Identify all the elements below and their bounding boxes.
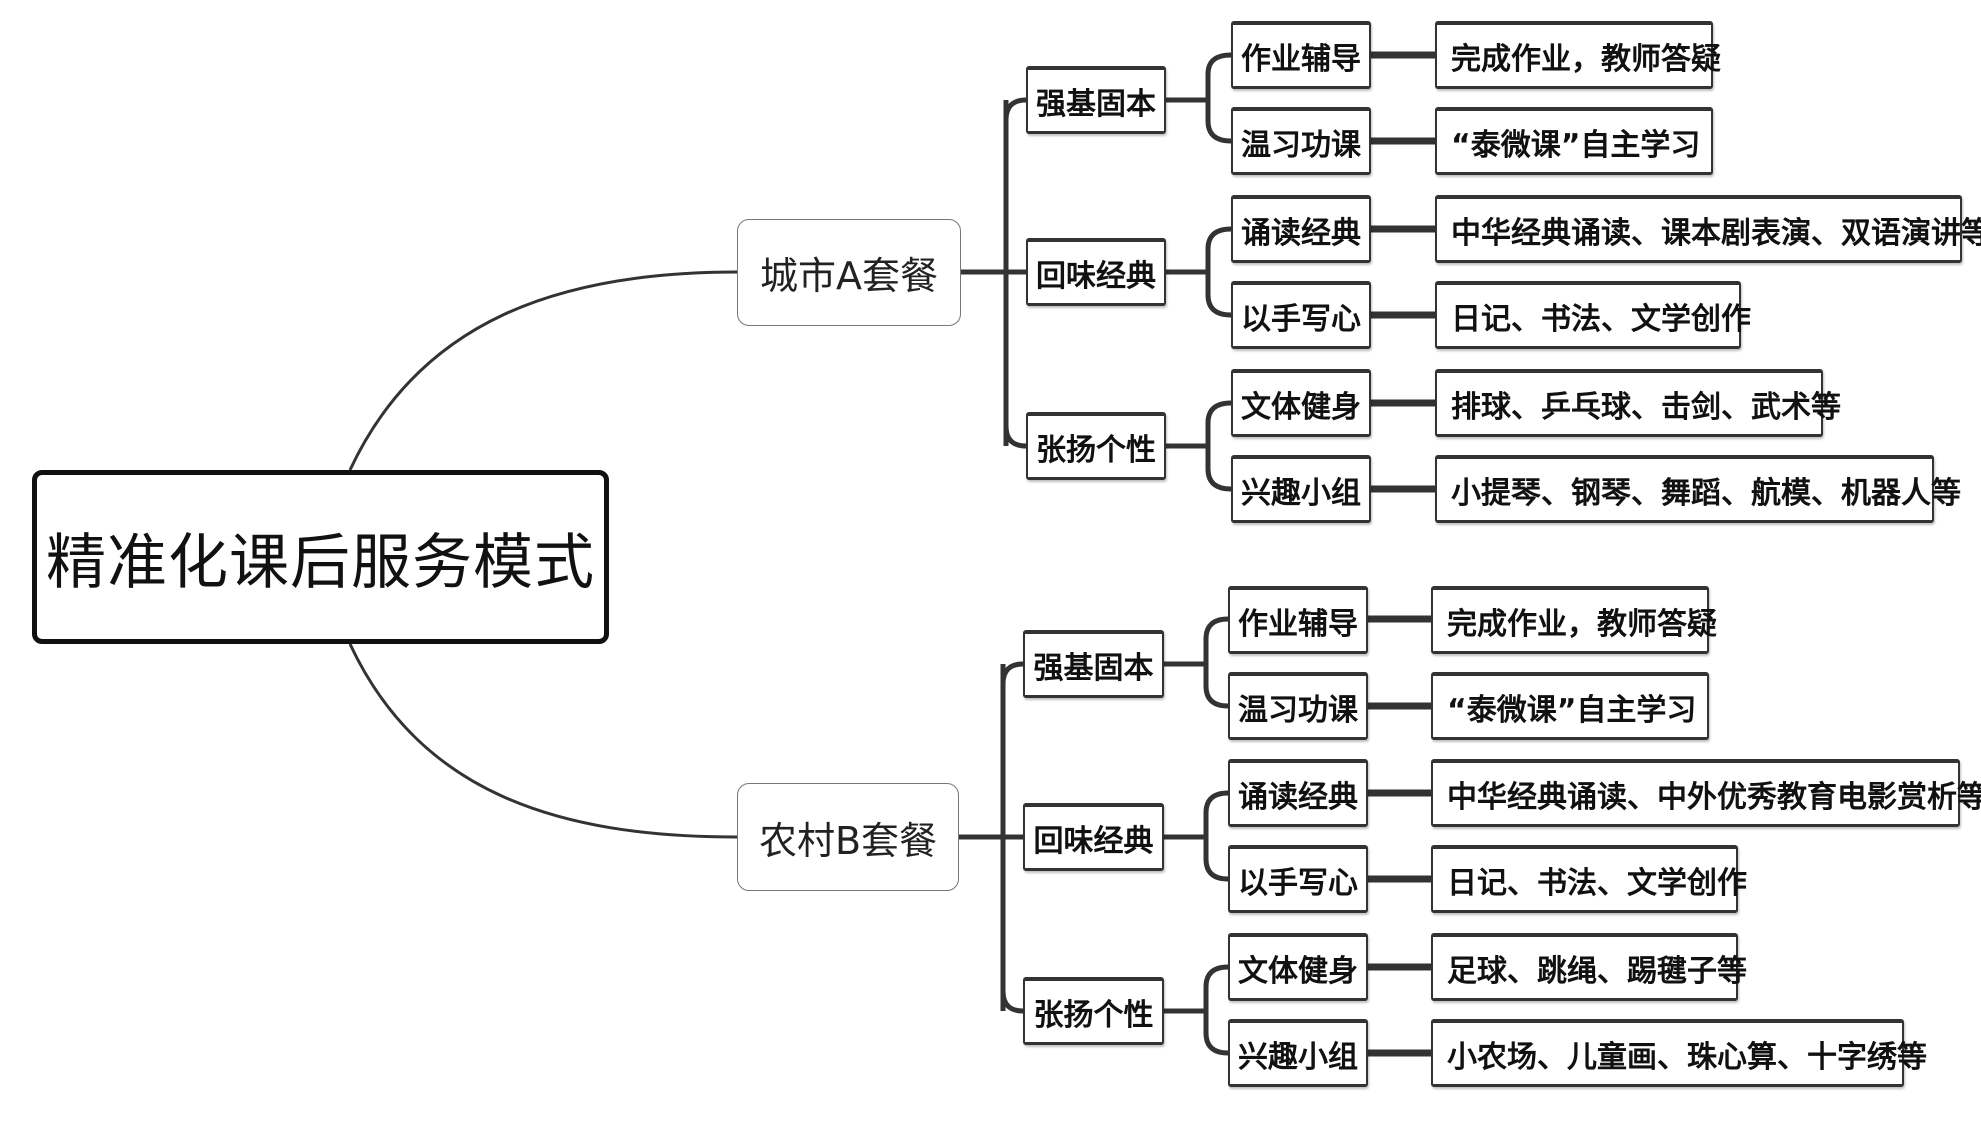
package-a-item[interactable]: 作业辅导: [1231, 21, 1371, 89]
detail-text: 日记、书法、文学创作: [1451, 301, 1751, 337]
package-b-detail[interactable]: 中华经典诵读、中外优秀教育电影赏析等: [1431, 759, 1981, 827]
package-a-detail[interactable]: “泰微课”自主学习: [1435, 107, 1713, 175]
package-a-branch-2[interactable]: 回味经典: [1026, 238, 1166, 306]
package-b-branch-3[interactable]: 张扬个性: [1023, 977, 1164, 1045]
package-b-item[interactable]: 温习功课: [1228, 672, 1368, 740]
package-b-item[interactable]: 兴趣小组: [1228, 1019, 1368, 1087]
package-a-branch-1[interactable]: 强基固本: [1026, 66, 1166, 134]
branch-label: 张扬个性: [1033, 997, 1154, 1033]
item-label: 诵读经典: [1241, 215, 1361, 251]
detail-text: 中华经典诵读、课本剧表演、双语演讲等: [1451, 215, 1981, 251]
detail-text: 完成作业，教师答疑: [1447, 606, 1717, 642]
link-package-b-trunk: [959, 664, 1006, 1011]
item-label: 文体健身: [1241, 389, 1361, 425]
detail-text: 完成作业，教师答疑: [1451, 41, 1721, 77]
link-root-package-b: [348, 643, 738, 839]
package-a-item[interactable]: 温习功课: [1231, 107, 1371, 175]
detail-text: 中华经典诵读、中外优秀教育电影赏析等: [1447, 779, 1981, 815]
item-label: 诵读经典: [1238, 779, 1358, 815]
item-label: 兴趣小组: [1241, 475, 1361, 511]
package-b-label: 农村B套餐: [758, 818, 938, 863]
package-a-item[interactable]: 诵读经典: [1231, 195, 1371, 263]
item-label: 温习功课: [1241, 127, 1361, 163]
package-a-item[interactable]: 兴趣小组: [1231, 455, 1371, 523]
package-a-detail[interactable]: 完成作业，教师答疑: [1435, 21, 1721, 89]
detail-text: “泰微课”自主学习: [1447, 692, 1697, 728]
branch-label: 强基固本: [1036, 86, 1156, 122]
item-label: 兴趣小组: [1238, 1039, 1358, 1075]
link-a-branch-3: [1003, 425, 1027, 449]
item-label: 作业辅导: [1241, 41, 1361, 77]
package-a-node[interactable]: 城市A套餐: [737, 219, 961, 326]
package-b-item[interactable]: 以手写心: [1228, 845, 1368, 913]
detail-text: 日记、书法、文学创作: [1447, 865, 1747, 901]
package-a-label: 城市A套餐: [760, 254, 938, 298]
package-a-item[interactable]: 以手写心: [1231, 281, 1371, 349]
detail-text: 小提琴、钢琴、舞蹈、航模、机器人等: [1451, 475, 1961, 511]
package-a-branch-3[interactable]: 张扬个性: [1026, 412, 1166, 480]
package-b-detail[interactable]: 足球、跳绳、踢毽子等: [1431, 933, 1747, 1001]
item-label: 以手写心: [1238, 865, 1358, 901]
item-label: 作业辅导: [1238, 606, 1358, 642]
package-b-detail[interactable]: 日记、书法、文学创作: [1431, 845, 1747, 913]
package-b-detail[interactable]: 完成作业，教师答疑: [1431, 586, 1717, 654]
package-b-node[interactable]: 农村B套餐: [737, 783, 959, 891]
link-package-a-trunk: [961, 100, 1009, 446]
item-label: 温习功课: [1238, 692, 1358, 728]
package-b-branch-2[interactable]: 回味经典: [1023, 803, 1164, 871]
package-a-detail[interactable]: 排球、乒乓球、击剑、武术等: [1435, 369, 1841, 437]
branch-label: 强基固本: [1033, 650, 1154, 686]
link-a-branch-1: [1003, 97, 1027, 121]
detail-text: 小农场、儿童画、珠心算、十字绣等: [1447, 1039, 1927, 1075]
package-b-detail[interactable]: 小农场、儿童画、珠心算、十字绣等: [1431, 1019, 1927, 1087]
package-a-detail[interactable]: 小提琴、钢琴、舞蹈、航模、机器人等: [1435, 455, 1961, 523]
detail-text: 排球、乒乓球、击剑、武术等: [1451, 389, 1841, 425]
package-b-detail[interactable]: “泰微课”自主学习: [1431, 672, 1709, 740]
package-b-item[interactable]: 作业辅导: [1228, 586, 1368, 654]
link-root-package-a: [348, 270, 738, 471]
branch-label: 回味经典: [1036, 258, 1156, 294]
root-label: 精准化课后服务模式: [46, 527, 595, 598]
branch-label: 张扬个性: [1036, 432, 1156, 468]
package-a-detail[interactable]: 日记、书法、文学创作: [1435, 281, 1751, 349]
root-node[interactable]: 精准化课后服务模式: [32, 470, 609, 644]
package-a-detail[interactable]: 中华经典诵读、课本剧表演、双语演讲等: [1435, 195, 1981, 263]
package-b-branch-1[interactable]: 强基固本: [1023, 630, 1164, 698]
detail-text: 足球、跳绳、踢毽子等: [1447, 953, 1747, 989]
package-b-item[interactable]: 诵读经典: [1228, 759, 1368, 827]
package-a-item[interactable]: 文体健身: [1231, 369, 1371, 437]
detail-text: “泰微课”自主学习: [1451, 127, 1701, 163]
package-b-item[interactable]: 文体健身: [1228, 933, 1368, 1001]
item-label: 以手写心: [1241, 301, 1361, 337]
item-label: 文体健身: [1238, 953, 1358, 989]
branch-label: 回味经典: [1033, 823, 1154, 859]
